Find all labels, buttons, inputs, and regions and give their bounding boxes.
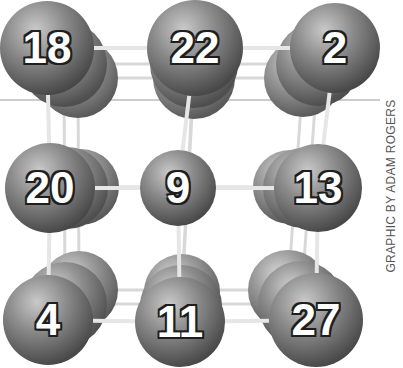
lattice-rod xyxy=(48,95,49,143)
lattice-rod xyxy=(243,46,290,50)
sphere-number: 22 xyxy=(171,26,220,70)
sphere-number: 13 xyxy=(294,166,343,210)
sphere-number: 18 xyxy=(23,26,72,70)
atom-sphere: 22 xyxy=(147,0,243,96)
sphere-number: 4 xyxy=(36,298,60,342)
lattice-rod xyxy=(93,319,135,324)
credit-label: GRAPHIC BY ADAM ROGERS xyxy=(384,99,398,272)
atom-sphere: 2 xyxy=(290,3,380,93)
atom-sphere: 20 xyxy=(5,143,95,233)
lattice-rod xyxy=(216,186,274,190)
lattice-rod xyxy=(177,226,182,277)
lattice-rod xyxy=(95,186,140,190)
sphere-number: 11 xyxy=(157,300,204,344)
lattice-rod xyxy=(183,96,190,151)
sphere-number: 20 xyxy=(26,166,75,210)
atom-sphere: 27 xyxy=(269,273,363,367)
atom-sphere: 4 xyxy=(3,275,93,365)
lattice-rod xyxy=(47,233,52,275)
lattice-rod xyxy=(323,93,329,145)
lattice-rod xyxy=(315,232,320,273)
lattice-rod xyxy=(225,319,269,324)
sphere-number: 9 xyxy=(166,166,190,210)
atom-sphere: 13 xyxy=(274,144,362,232)
atom-sphere: 9 xyxy=(140,150,216,226)
sphere-number: 2 xyxy=(323,26,347,70)
lattice-rod xyxy=(94,46,147,50)
atom-sphere: 18 xyxy=(0,1,94,95)
sphere-number: 27 xyxy=(292,298,341,342)
atom-sphere: 11 xyxy=(135,277,225,367)
